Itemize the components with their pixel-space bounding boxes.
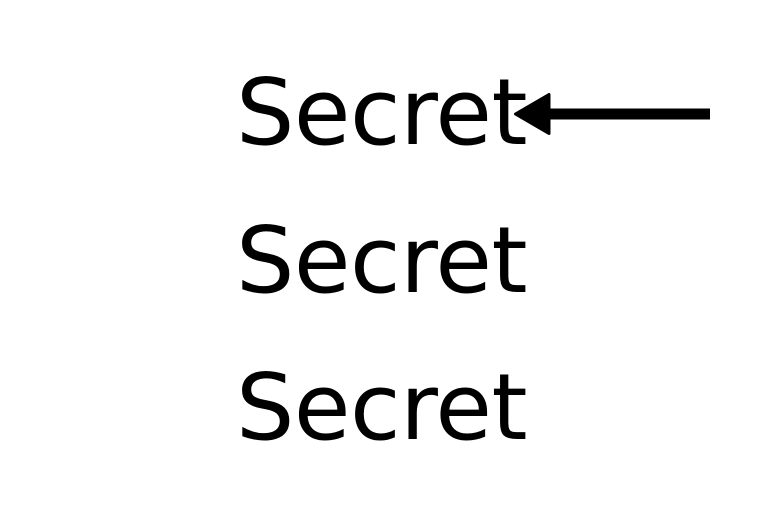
arrow-head xyxy=(514,93,551,135)
secret-text-line-3: Secret xyxy=(236,354,528,461)
arrow-shaft xyxy=(547,108,710,120)
secret-text-line-1: Secret xyxy=(236,59,528,166)
annotation-arrow xyxy=(514,92,712,136)
left-arrow-icon xyxy=(514,93,710,135)
secret-text-line-2: Secret xyxy=(236,207,528,314)
